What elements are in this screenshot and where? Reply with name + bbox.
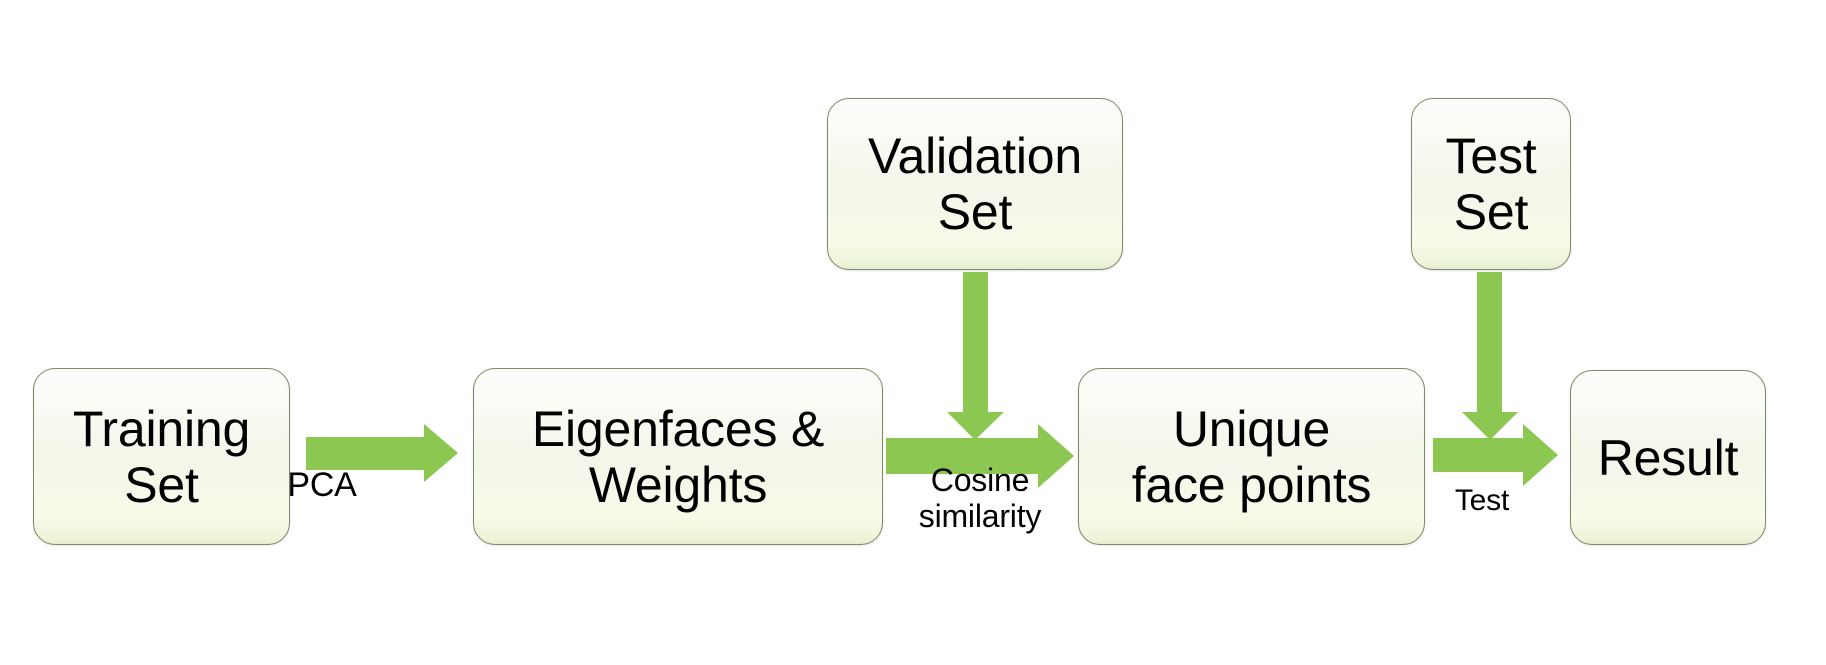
edge-label-test: Test [1454, 484, 1510, 517]
node-result-label: Result [1597, 429, 1739, 486]
arrow-validation-to-unique [947, 272, 1004, 440]
node-eigenfaces[interactable]: Eigenfaces & Weights [473, 368, 883, 545]
node-unique-face-points[interactable]: Unique face points [1078, 368, 1425, 545]
node-training-set-label: Training Set [72, 400, 251, 513]
edge-label-pca: PCA [287, 466, 357, 504]
node-eigenfaces-label: Eigenfaces & Weights [531, 400, 825, 513]
node-test-set[interactable]: Test Set [1411, 98, 1571, 270]
edge-label-cosine-similarity: Cosine similarity [918, 462, 1042, 535]
node-validation-set[interactable]: Validation Set [827, 98, 1123, 270]
node-result[interactable]: Result [1570, 370, 1766, 545]
arrow-testset-to-result [1462, 272, 1518, 440]
node-unique-face-points-label: Unique face points [1131, 400, 1372, 513]
node-validation-set-label: Validation Set [868, 128, 1082, 240]
node-test-set-label: Test Set [1445, 128, 1537, 240]
node-training-set[interactable]: Training Set [33, 368, 290, 545]
arrow-unique-to-result [1433, 424, 1558, 486]
